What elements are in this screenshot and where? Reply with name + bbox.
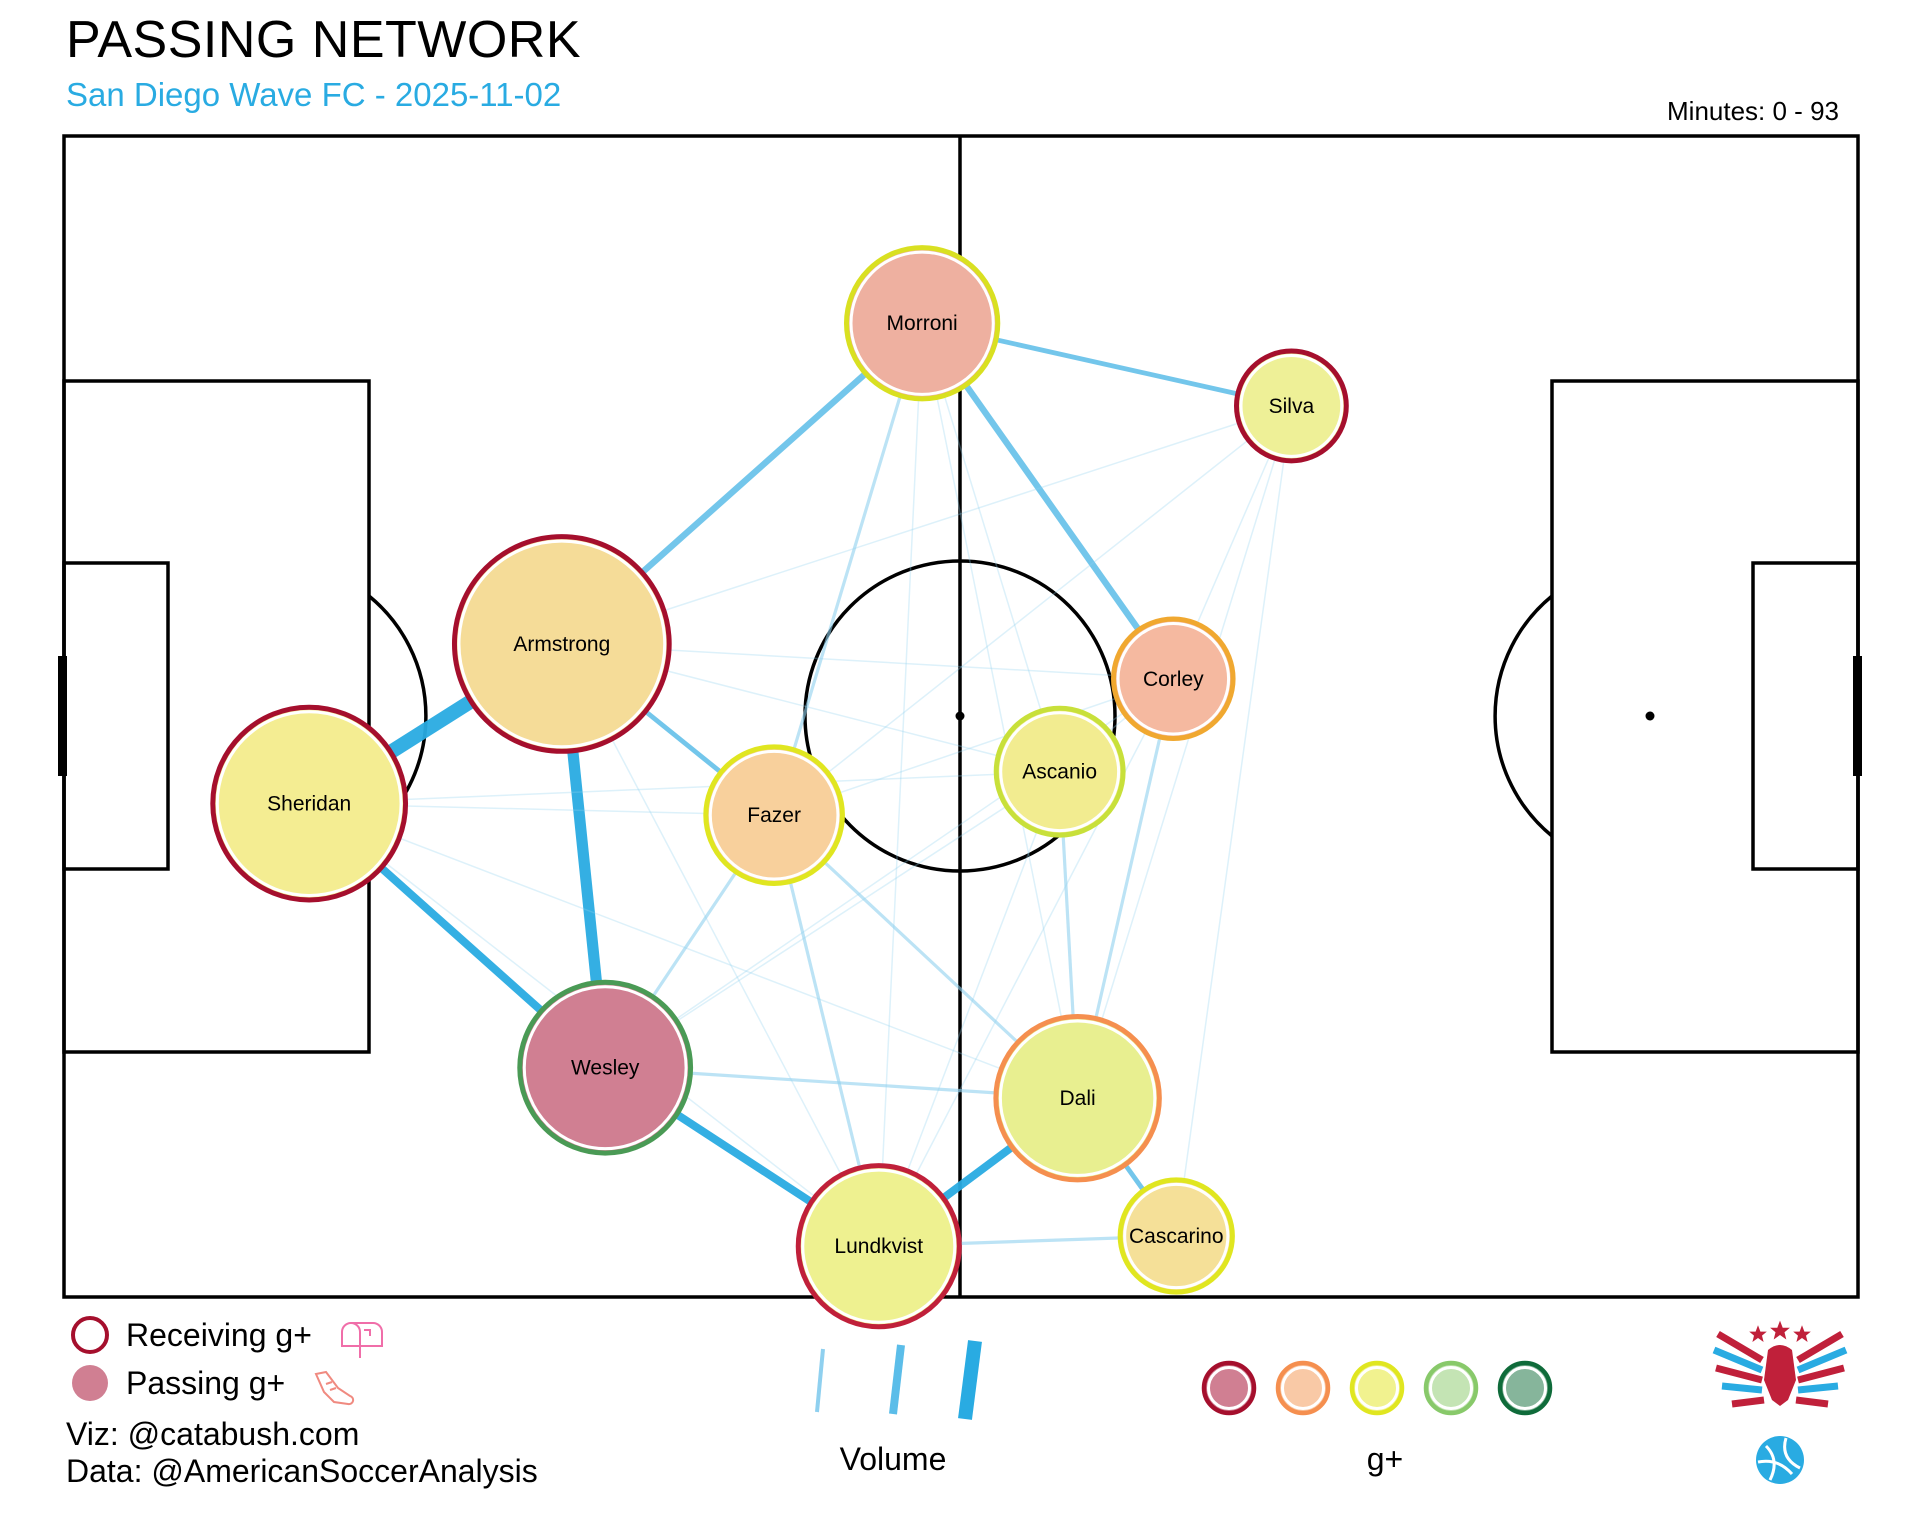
- passing-legend-icon: [72, 1365, 108, 1401]
- player-circle: [993, 705, 1126, 838]
- player-circle: [1233, 348, 1349, 464]
- volume-legend-label: Volume: [840, 1441, 947, 1477]
- pass-edge-armstrong-silva: [561, 405, 1292, 645]
- player-node-silva: Silva: [1233, 348, 1349, 464]
- player-circle-inner-ring: [1123, 1182, 1230, 1290]
- right-penalty-arc: [1493, 594, 1554, 838]
- mailbox-icon: [341, 1322, 383, 1358]
- pass-edge-morroni-ascanio: [921, 322, 1061, 772]
- boot-icon: [314, 1370, 355, 1406]
- player-name: Armstrong: [513, 633, 610, 656]
- player-circle: [703, 744, 845, 887]
- player-node-corley: Corley: [1111, 616, 1236, 742]
- player-node-fazer: Fazer: [703, 744, 845, 887]
- player-circle-inner-ring: [1116, 621, 1231, 736]
- player-circle-inner-ring: [1239, 354, 1344, 458]
- gplus-legend: [1201, 1360, 1553, 1416]
- player-circle-inner-ring: [457, 539, 667, 749]
- player-node-lundkvist: Lundkvist: [795, 1163, 962, 1330]
- player-node-cascarino: Cascarino: [1117, 1177, 1235, 1295]
- volume-legend-low: [815, 1348, 825, 1413]
- pass-edge-wesley-ascanio: [604, 771, 1061, 1069]
- pass-edge-silva-fazer: [773, 405, 1292, 816]
- player-name: Fazer: [747, 804, 801, 827]
- pass-edge-morroni-lundkvist: [878, 323, 923, 1247]
- player-circle: [451, 534, 672, 754]
- right-six-yard-box: [1751, 561, 1860, 871]
- volume-legend-mid: [889, 1344, 905, 1415]
- chart-title: PASSING NETWORK: [66, 11, 582, 69]
- gplus-legend-label: g+: [1367, 1441, 1403, 1477]
- receiving-legend-label: Receiving g+: [126, 1317, 312, 1353]
- player-circle-inner-ring: [215, 710, 403, 897]
- asa-eagle-logo: [1712, 1320, 1848, 1484]
- player-circle-inner-ring: [708, 749, 840, 881]
- player-circle-inner-ring: [849, 250, 995, 396]
- right-penalty-box: [1550, 379, 1860, 1054]
- player-name: Morroni: [887, 312, 958, 335]
- pass-edge-armstrong-lundkvist: [561, 643, 880, 1247]
- gplus-legend-swatch: [1497, 1360, 1553, 1416]
- player-circle: [843, 245, 1001, 402]
- player-circle-inner-ring: [522, 985, 688, 1151]
- gplus-legend-swatch: [1349, 1360, 1405, 1416]
- minutes-range: Minutes: 0 - 93: [1667, 96, 1839, 126]
- player-circle: [1117, 1177, 1235, 1295]
- player-circle-inner-ring: [999, 711, 1121, 833]
- gplus-legend-swatch-ring: [1207, 1366, 1251, 1410]
- gplus-legend-swatch-ring: [1429, 1366, 1473, 1410]
- player-name: Sheridan: [267, 793, 351, 816]
- player-node-dali: Dali: [993, 1013, 1162, 1183]
- receiving-legend-icon: [71, 1316, 109, 1354]
- gplus-legend-swatch-ring: [1503, 1366, 1547, 1410]
- gplus-legend-swatch-ring: [1355, 1366, 1399, 1410]
- player-node-sheridan: Sheridan: [210, 704, 409, 903]
- pass-edge-sheridan-dali: [308, 802, 1078, 1099]
- gplus-legend-swatch: [1201, 1360, 1257, 1416]
- player-circle: [993, 1013, 1162, 1183]
- player-name: Wesley: [571, 1057, 640, 1080]
- player-name: Ascanio: [1022, 761, 1097, 784]
- pass-edge-silva-cascarino: [1175, 405, 1293, 1237]
- player-circle: [795, 1163, 962, 1330]
- player-circle: [1111, 616, 1236, 742]
- data-credit: Data: @AmericanSoccerAnalysis: [66, 1453, 538, 1489]
- player-name: Dali: [1060, 1087, 1096, 1110]
- gplus-legend-swatch: [1275, 1360, 1331, 1416]
- chart-subtitle: San Diego Wave FC - 2025-11-02: [66, 76, 562, 113]
- left-goal: [58, 656, 67, 776]
- center-spot: [955, 711, 965, 721]
- player-name: Silva: [1269, 395, 1315, 418]
- left-six-yard-box: [62, 561, 170, 871]
- player-circle: [210, 704, 409, 903]
- player-circle-inner-ring: [801, 1168, 957, 1324]
- player-node-ascanio: Ascanio: [993, 705, 1126, 838]
- volume-legend-high: [958, 1340, 982, 1420]
- player-name: Cascarino: [1129, 1225, 1224, 1248]
- right-goal: [1853, 656, 1862, 776]
- pass-edge-morroni-dali: [921, 323, 1079, 1099]
- player-node-morroni: Morroni: [843, 245, 1001, 402]
- gplus-legend-swatch-ring: [1281, 1366, 1325, 1410]
- player-node-armstrong: Armstrong: [451, 534, 672, 754]
- pass-edge-fazer-morroni: [772, 322, 924, 816]
- viz-credit: Viz: @catabush.com: [66, 1416, 359, 1452]
- pass-edge-silva-dali: [1076, 405, 1293, 1099]
- penalty-spot: [1645, 711, 1655, 721]
- player-name: Corley: [1143, 668, 1204, 691]
- player-circle: [517, 979, 694, 1156]
- player-circle-inner-ring: [998, 1019, 1157, 1177]
- gplus-legend-swatch: [1423, 1360, 1479, 1416]
- player-node-wesley: Wesley: [517, 979, 694, 1156]
- passing-legend-label: Passing g+: [126, 1365, 285, 1401]
- pass-edge-sheridan-ascanio: [309, 770, 1060, 805]
- pass-edge-ascanio-lundkvist: [878, 771, 1061, 1247]
- player-name: Lundkvist: [834, 1235, 923, 1258]
